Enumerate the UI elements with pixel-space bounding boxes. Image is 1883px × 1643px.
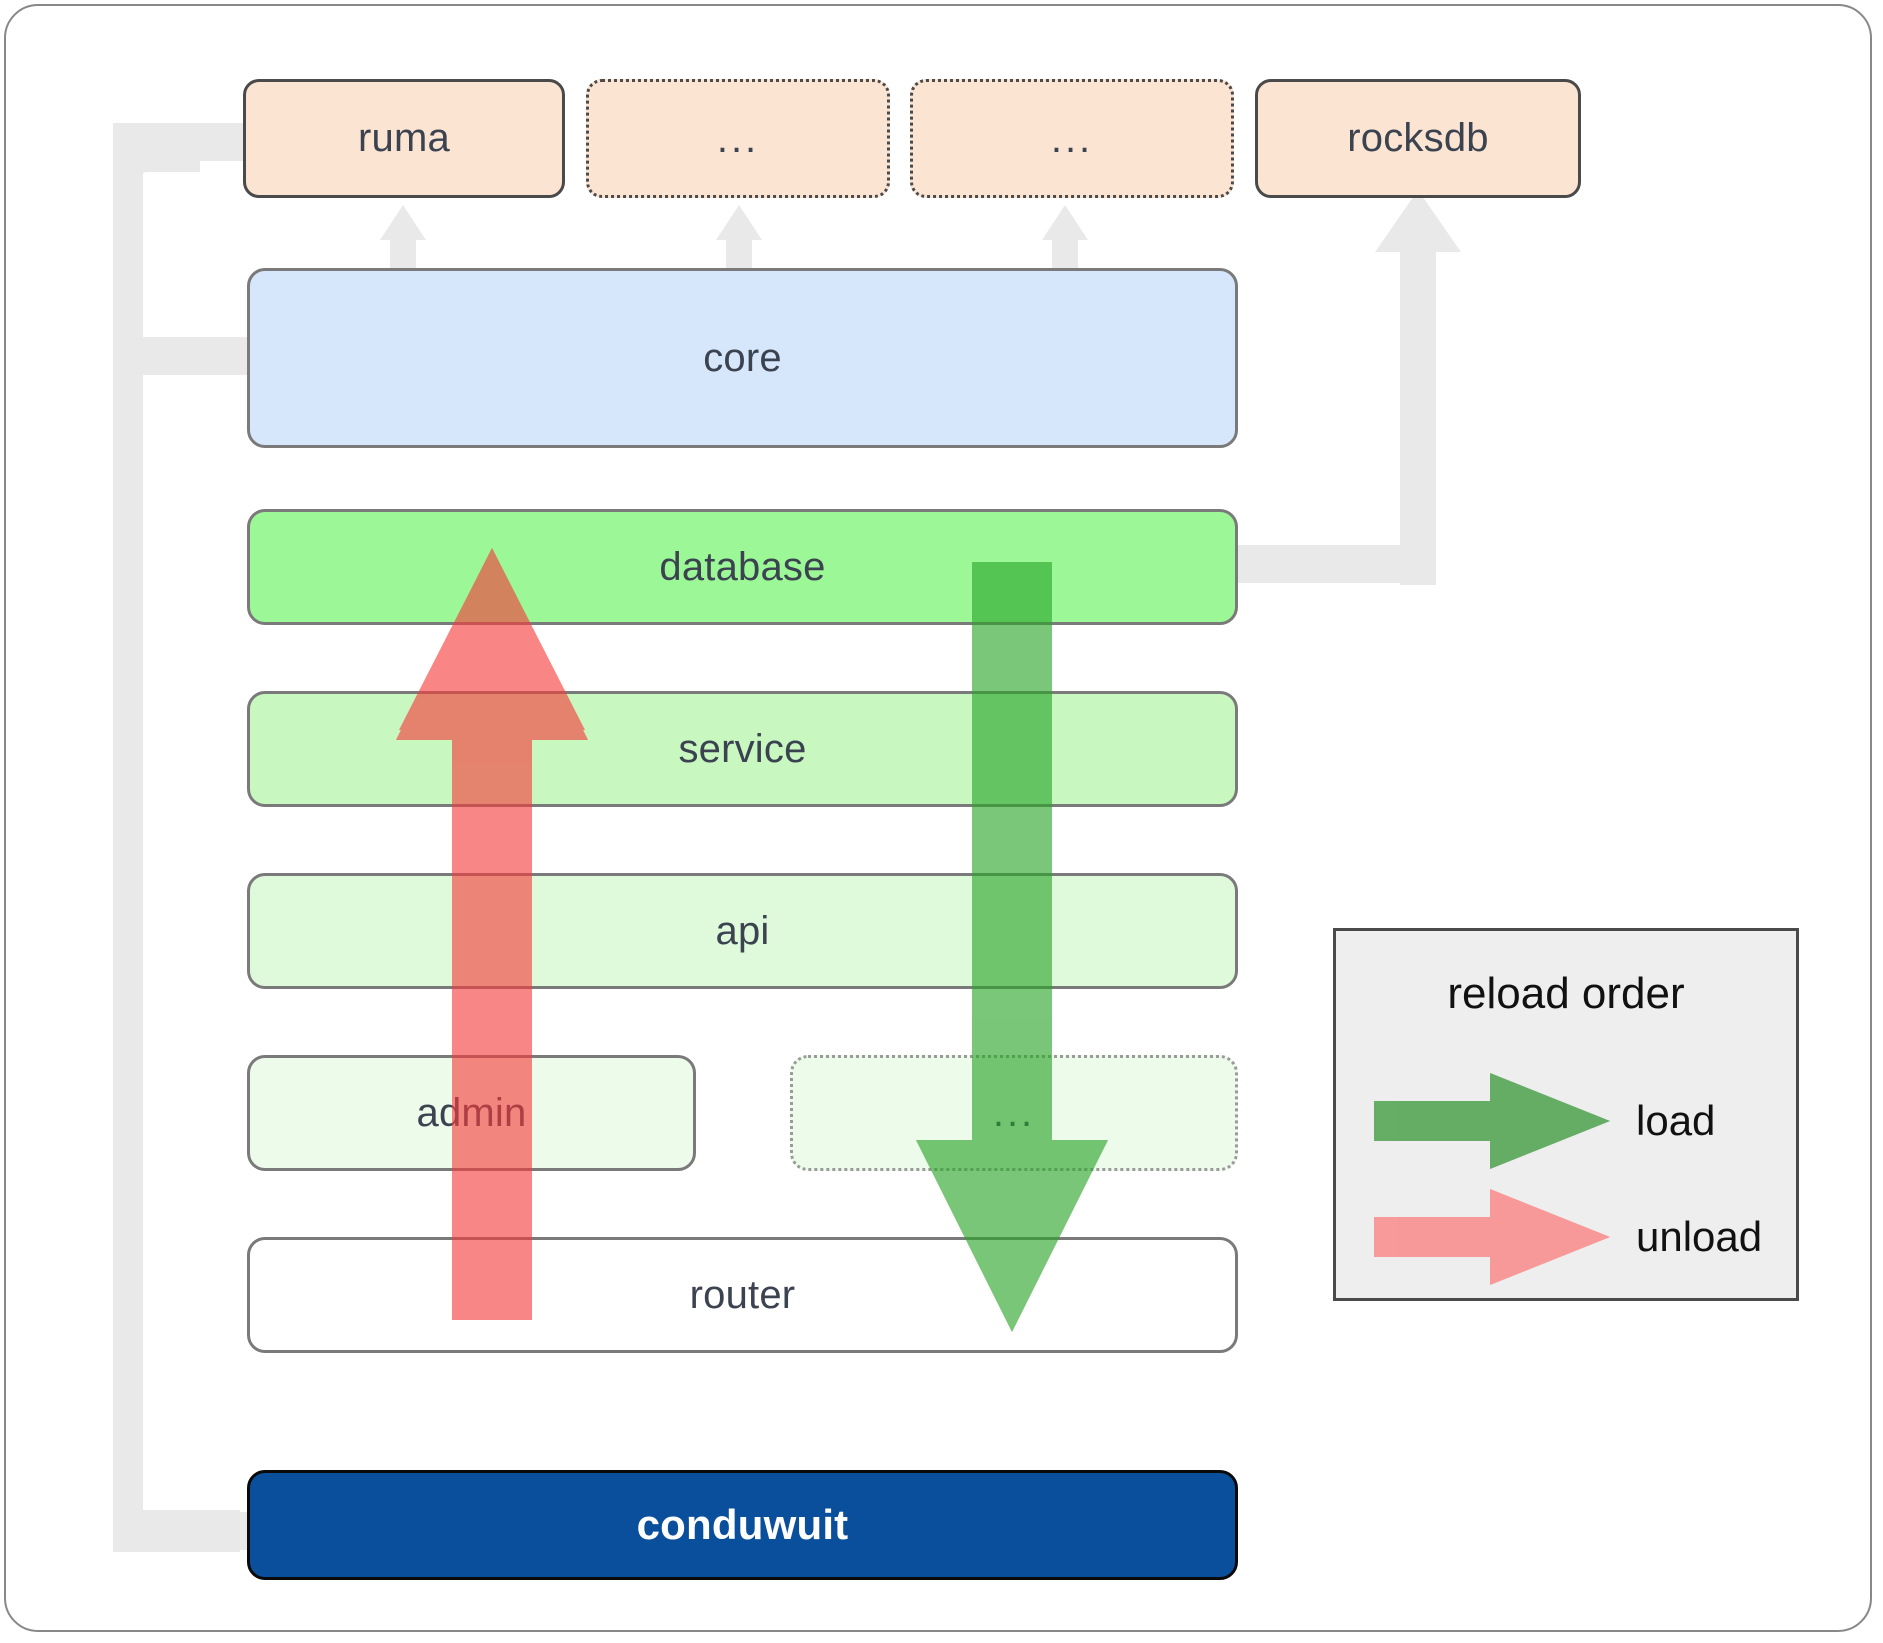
crate-label: database (659, 544, 826, 589)
unload-arrow-icon (1374, 1189, 1610, 1285)
dependency-label: ruma (358, 116, 450, 160)
dependency-label: rocksdb (1347, 116, 1489, 160)
dependency-box-ellipsis-1[interactable]: ... (586, 79, 890, 198)
crate-label: router (689, 1272, 796, 1317)
core-layer-box[interactable]: core (247, 268, 1238, 448)
diagram-frame (4, 4, 1872, 1632)
legend-row-unload: unload (1336, 1189, 1796, 1285)
legend-label-unload: unload (1636, 1213, 1763, 1260)
legend-row-load: load (1336, 1073, 1796, 1169)
core-layer-label: core (703, 335, 782, 380)
crate-box-database[interactable]: database (247, 509, 1238, 625)
main-binary-label: conduwuit (636, 1501, 849, 1548)
crate-label: service (678, 726, 807, 771)
crate-box-router[interactable]: router (247, 1237, 1238, 1353)
legend-label-load: load (1636, 1097, 1716, 1144)
dependency-box-rocksdb[interactable]: rocksdb (1255, 79, 1581, 198)
main-binary-box[interactable]: conduwuit (247, 1470, 1238, 1580)
dependency-label: ... (716, 116, 760, 161)
legend-box: reload order load unload (1333, 928, 1799, 1301)
dependency-label: ... (1050, 116, 1094, 161)
crate-label: ... (992, 1091, 1036, 1135)
dependency-box-ruma[interactable]: ruma (243, 79, 565, 198)
dependency-box-ellipsis-2[interactable]: ... (910, 79, 1234, 198)
crate-box-service[interactable]: service (247, 691, 1238, 807)
crate-box-admin[interactable]: admin (247, 1055, 696, 1171)
load-arrow-icon (1374, 1073, 1610, 1169)
crate-box-ellipsis[interactable]: ... (790, 1055, 1238, 1171)
crate-box-api[interactable]: api (247, 873, 1238, 989)
crate-label: api (715, 908, 770, 953)
crate-label: admin (416, 1090, 527, 1135)
legend-title: reload order (1447, 969, 1685, 1018)
